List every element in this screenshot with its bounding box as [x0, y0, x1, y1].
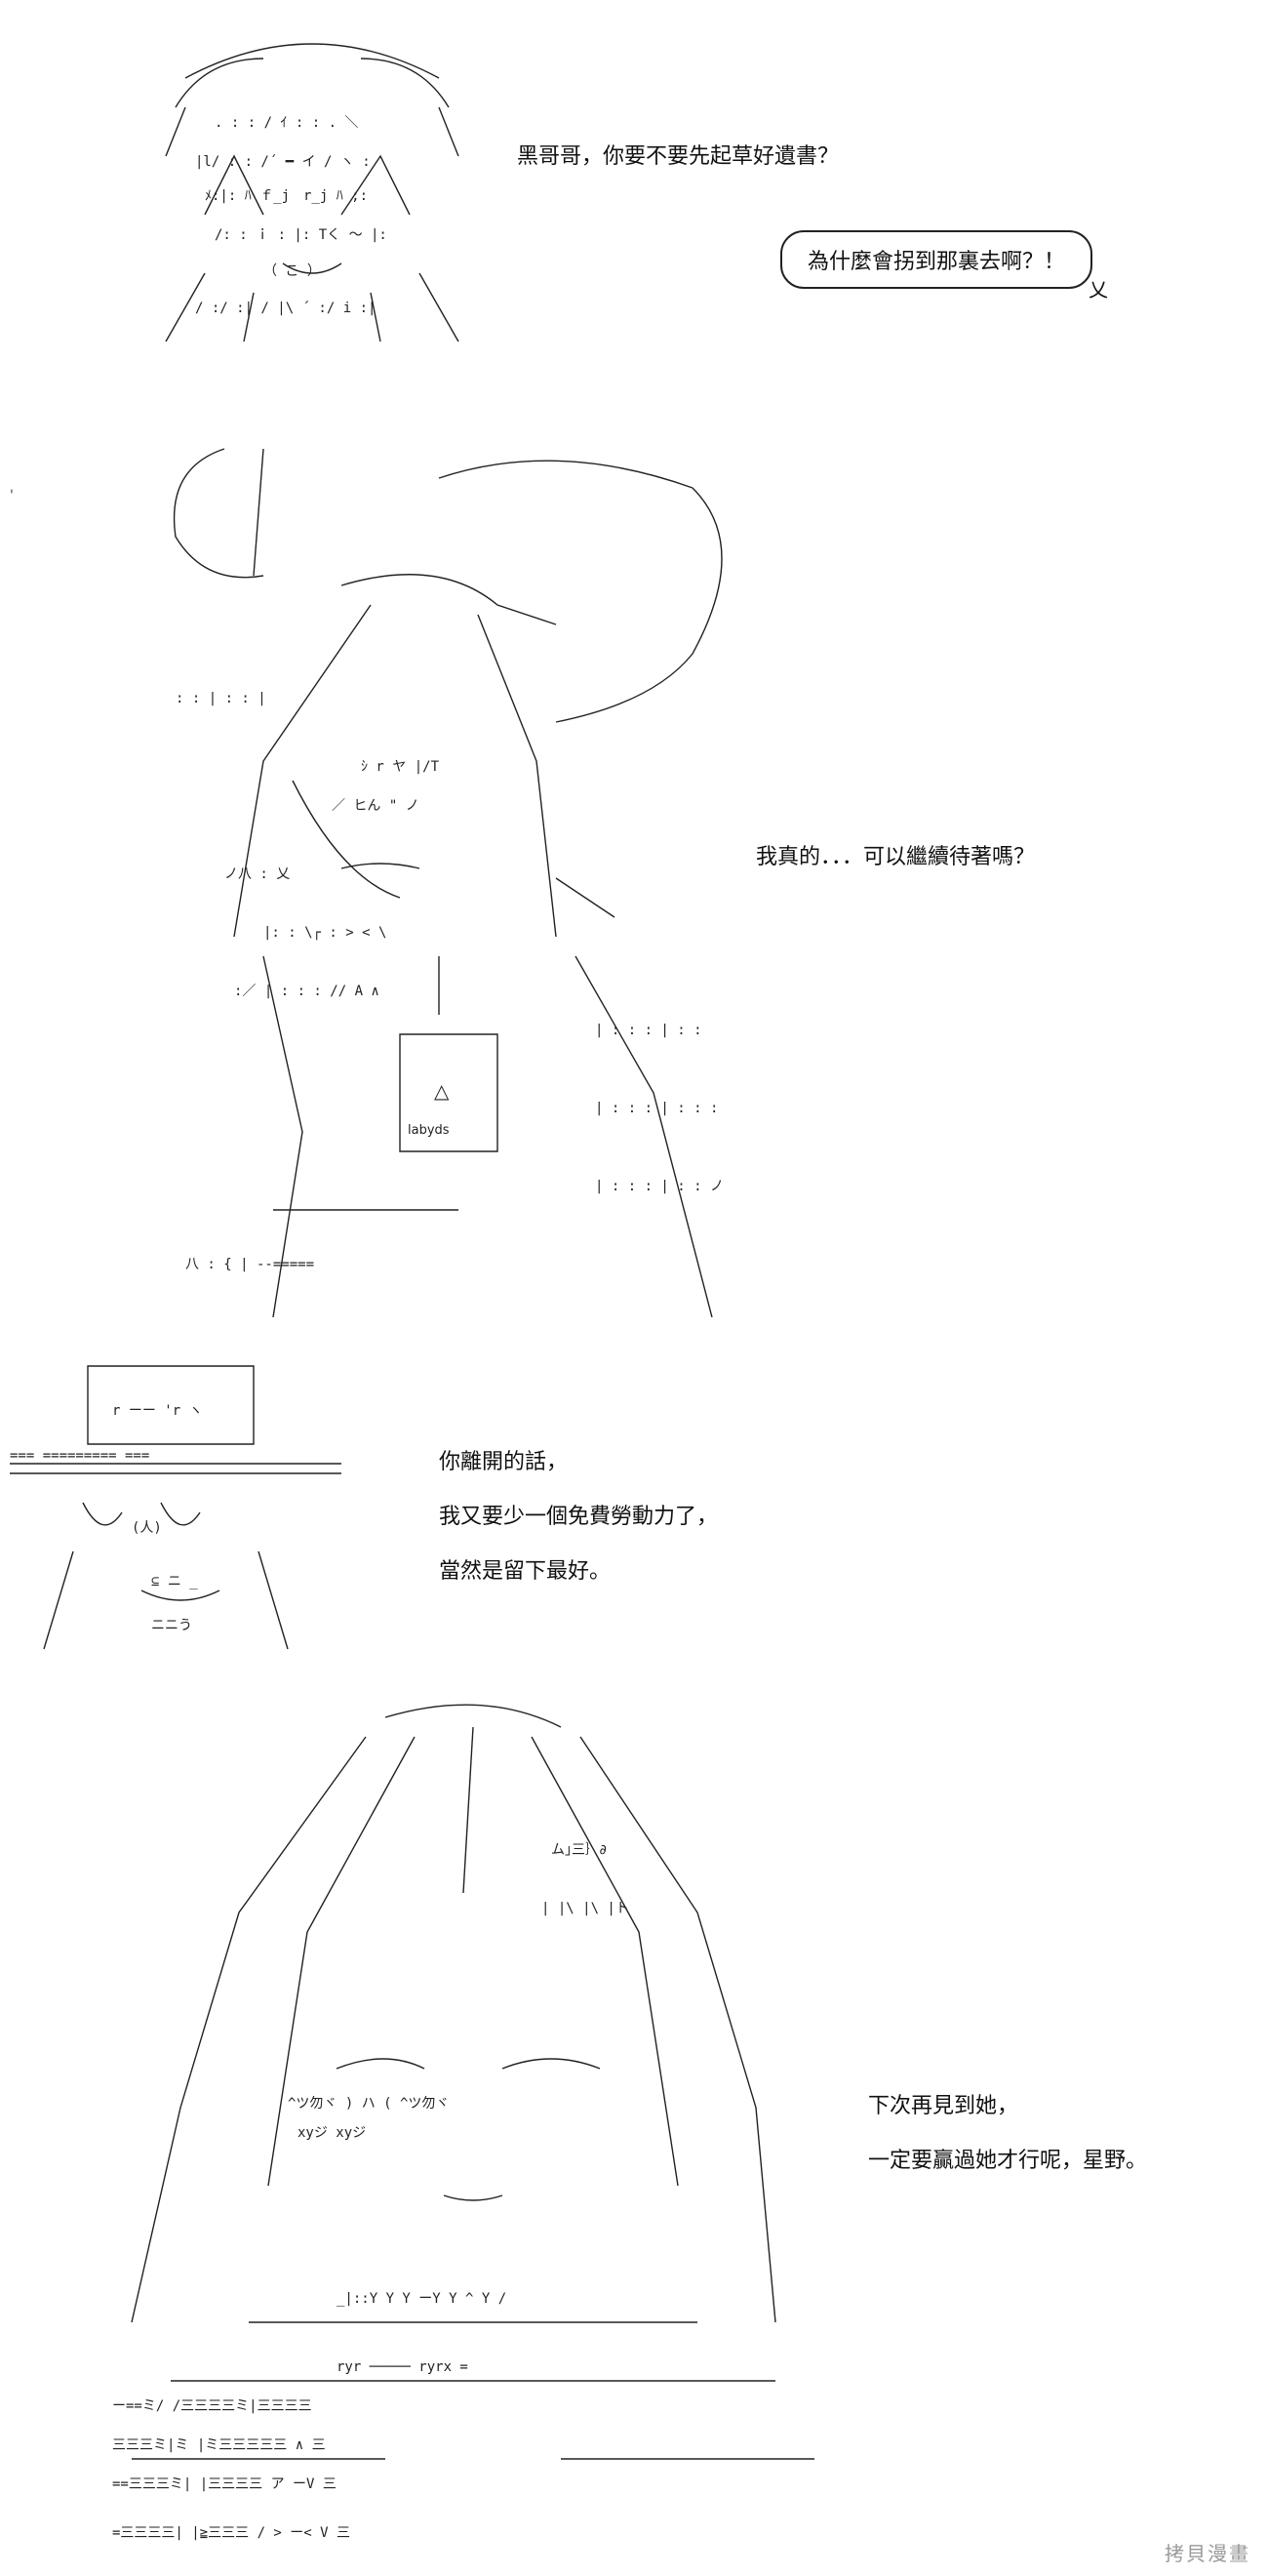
svg-text:=== ========= ===: === ========= === — [10, 1448, 149, 1464]
svg-text:==三三三ミ| |三三三三 ア ーV 三: ==三三三ミ| |三三三三 ア ーV 三 — [112, 2476, 337, 2492]
dialogue-line: 你離開的話， — [439, 1450, 569, 1474]
svg-text:ー==ミ/ /三三三三ミ|三三三三: ー==ミ/ /三三三三ミ|三三三三 — [112, 2398, 312, 2414]
svg-text::／ | : : : // A ∧: :／ | : : : // A ∧ — [234, 984, 379, 999]
svg-text:／ ヒん " ノ: ／ ヒん " ノ — [332, 798, 419, 814]
svg-text:| |\ |\ |ト: | |\ |\ |ト — [541, 1901, 629, 1916]
svg-text:ｼ r ヤ |/T: ｼ r ヤ |/T — [361, 759, 440, 775]
svg-text:r ーー 'r ヽ: r ーー 'r ヽ — [112, 1403, 203, 1419]
ascii-art-girl-hat: : : | : : | ｼ r ヤ |/T ／ ヒん " ノ ノ八 : 乂 |:… — [146, 410, 810, 1317]
dialogue-panel-1: 黑哥哥，你要不要先起草好遺書？ — [517, 146, 839, 168]
svg-text:| : : : | : :: | : : : | : : — [595, 1023, 702, 1038]
svg-text:ム｣三｝∂: ム｣三｝∂ — [551, 1842, 607, 1858]
svg-text:|: : \┌ : > < \: |: : \┌ : > < \ — [263, 925, 386, 941]
dialogue-line: 一定要贏過她才行呢，星野。 — [868, 2149, 1148, 2173]
dialogue-line: 當然是留下最好。 — [439, 1559, 612, 1584]
stray-mark-icon: ' — [10, 488, 14, 503]
svg-text:(﻿人): (﻿人) — [132, 1520, 162, 1536]
dialogue-line: 我真的．．．可以繼續待著嗎？ — [756, 845, 1036, 869]
svg-text:: : | : : |: : : | : : | — [176, 691, 266, 706]
dialogue-panel-3: 你離開的話， 我又要少一個免費勞動力了， 當然是留下最好。 — [439, 1452, 718, 1583]
bubble-tail-icon: 乂 — [1089, 278, 1109, 302]
svg-text:|l/ : : /´ ━ イ / ヽ :: |l/ : : /´ ━ イ / ヽ : — [195, 154, 371, 170]
dialogue-panel-2: 我真的．．．可以繼續待著嗎？ — [756, 847, 1035, 868]
svg-text:^ツ勿ヾ ) ハ ( ^ツ勿ヾ: ^ツ勿ヾ ) ハ ( ^ツ勿ヾ — [288, 2096, 449, 2112]
dialogue-line: 黑哥哥，你要不要先起草好遺書？ — [517, 144, 840, 169]
svg-text:ノ八 : 乂: ノ八 : 乂 — [224, 866, 290, 882]
svg-text:ﾒ:|: ﾊ ｆ_j r_j ﾊ ;:: ﾒ:|: ﾊ ｆ_j r_j ﾊ ;: — [205, 188, 368, 204]
panel-1: . : : / ｲ : : . ＼ |l/ : : /´ ━ イ / ヽ : ﾒ… — [0, 0, 1268, 371]
svg-text:/ :/ :| / |\ ´ :/ i :|: / :/ :| / |\ ´ :/ i :| — [195, 301, 376, 316]
svg-text:三三三ミ|ミ |ミ三三三三三 ∧ 三: 三三三ミ|ミ |ミ三三三三三 ∧ 三 — [112, 2437, 326, 2453]
svg-text:（ こ ）: （ こ ） — [263, 263, 321, 279]
svg-text:⊆ ニ _: ⊆ ニ _ — [151, 1574, 198, 1590]
svg-text:/: : ｉ : |: Tく ～ |:: /: : ｉ : |: Tく ～ |: — [215, 227, 387, 243]
panel-3: r ーー 'r ヽ === ========= === (﻿人) ⊆ ニ _ ニ… — [0, 1327, 1268, 1678]
dialogue-line: 我又要少一個免費勞動力了， — [439, 1505, 719, 1529]
svg-text:=三三三三| |≧三三三 / > ー< V 三: =三三三三| |≧三三三 / > ー< V 三 — [112, 2525, 350, 2541]
dialogue-line: 下次再見到她， — [868, 2094, 1019, 2118]
ascii-art-girl-bangs: . : : / ｲ : : . ＼ |l/ : : /´ ━ イ / ヽ : ﾒ… — [146, 20, 478, 361]
svg-text:xyジ xyジ: xyジ xyジ — [297, 2125, 366, 2141]
svg-text:△: △ — [434, 1079, 450, 1103]
ascii-art-long-hair-girl: ム｣三｝∂ | |\ |\ |ト ^ツ勿ヾ ) ハ ( ^ツ勿ヾ xyジ xyジ… — [93, 1698, 853, 2576]
hat-tag-text: labyds — [408, 1123, 450, 1138]
dialogue-panel-4: 下次再見到她， 一定要贏過她才行呢，星野。 — [868, 2096, 1147, 2172]
svg-text:_|::Y Y Y ーY Y ^ Y /: _|::Y Y Y ーY Y ^ Y / — [337, 2291, 506, 2307]
ascii-art-hat-character: r ーー 'r ヽ === ========= === (﻿人) ⊆ ニ _ ニ… — [5, 1356, 346, 1669]
svg-text:| : : : | : : ノ: | : : : | : : ノ — [595, 1179, 724, 1194]
svg-text:ニニう: ニニう — [151, 1618, 192, 1633]
svg-text:| : : : | : : :: | : : : | : : : — [595, 1101, 718, 1116]
bubble-text: 為什麼會拐到那裏去啊？！ — [808, 250, 1066, 274]
svg-text:八 : { | --=====: 八 : { | --===== — [185, 1257, 314, 1272]
svg-text:. : : / ｲ : : . ＼: . : : / ｲ : : . ＼ — [215, 115, 358, 131]
panel-4: ム｣三｝∂ | |\ |\ |ト ^ツ勿ヾ ) ハ ( ^ツ勿ヾ xyジ xyジ… — [0, 1678, 1268, 2576]
site-watermark: 拷貝漫畫 — [1165, 2542, 1250, 2565]
svg-text:ryr ───── ryrx =: ryr ───── ryrx = — [337, 2359, 468, 2375]
panel-2: ' : : | : : | ｼ r ヤ — [0, 371, 1268, 1327]
speech-bubble: 為什麼會拐到那裏去啊？！ 乂 — [780, 230, 1108, 302]
